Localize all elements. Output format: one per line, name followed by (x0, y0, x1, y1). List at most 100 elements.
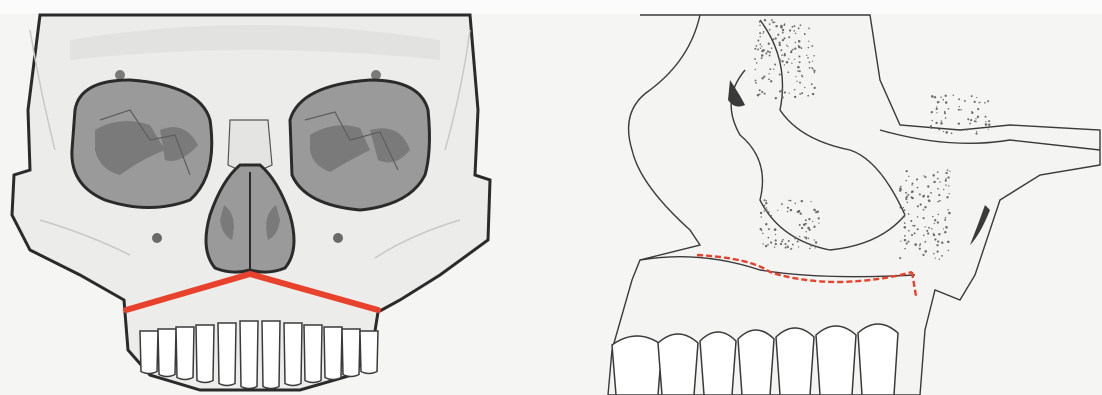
tooth (738, 330, 774, 395)
stipple-dot (985, 123, 988, 126)
stipple-dot (793, 30, 795, 32)
stipple-dot (810, 244, 812, 246)
stipple-dot (945, 95, 947, 97)
stipple-dot (943, 228, 944, 229)
stipple-dot (928, 199, 930, 201)
stipple-dot (754, 58, 756, 60)
stipple-dot (948, 250, 950, 252)
stipple-dot (808, 47, 810, 49)
stipple-dot (940, 122, 943, 125)
stipple-dot (809, 67, 811, 69)
stipple-dot (959, 106, 960, 107)
stipple-dot (769, 55, 771, 57)
stipple-dot (977, 108, 979, 110)
stipple-dot (927, 232, 929, 234)
stipple-dot (941, 255, 943, 257)
stipple-dot (904, 248, 906, 250)
stipple-dot (936, 244, 938, 246)
stipple-dot (757, 94, 760, 97)
stipple-dot (908, 213, 910, 215)
stipple-dot (759, 25, 760, 26)
stipple-dot (762, 243, 763, 244)
stipple-dot (808, 218, 810, 220)
stipple-dot (786, 45, 787, 46)
stipple-dot (958, 98, 960, 100)
stipple-dot (928, 196, 929, 197)
stipple-dot (785, 247, 787, 249)
tooth (776, 328, 814, 395)
stipple-dot (808, 238, 810, 240)
stipple-dot (923, 235, 925, 237)
stipple-dot (812, 93, 814, 95)
stipple-dot (911, 191, 913, 193)
stipple-dot (932, 174, 934, 176)
stipple-dot (761, 77, 763, 79)
stipple-dot (904, 239, 907, 242)
stipple-dot (813, 209, 816, 212)
stipple-dot (790, 200, 792, 202)
stipple-dot (984, 102, 986, 104)
stipple-dot (769, 29, 771, 31)
stipple-dot (818, 217, 820, 219)
stipple-dot (772, 21, 774, 23)
stipple-dot (906, 242, 908, 244)
stipple-dot (759, 32, 761, 34)
stipple-dot (908, 241, 910, 243)
stipple-dot (914, 243, 917, 246)
stipple-dot (924, 226, 925, 227)
supraorbital-foramen-right (371, 70, 381, 80)
stipple-dot (907, 194, 909, 196)
stipple-dot (760, 36, 761, 37)
stipple-dot (762, 233, 764, 235)
stipple-dot (966, 129, 968, 131)
stipple-dot (811, 83, 813, 85)
stipple-dot (775, 234, 776, 235)
stipple-dot (951, 132, 953, 134)
stipple-dot (947, 169, 949, 171)
stipple-dot (761, 46, 762, 47)
stipple-dot (945, 101, 948, 104)
stipple-dot (801, 200, 803, 202)
stipple-dot (933, 234, 935, 236)
stipple-dot (936, 112, 937, 113)
stipple-dot (813, 55, 815, 57)
stipple-dot (938, 129, 940, 131)
stipple-dot (912, 225, 913, 226)
stipple-dot (988, 129, 989, 130)
stipple-dot (791, 63, 792, 64)
stipple-dot (763, 33, 764, 34)
stipple-dot (774, 246, 775, 247)
stipple-dot (801, 75, 802, 76)
stipple-dot (768, 73, 769, 74)
stipple-dot (911, 184, 912, 185)
stipple-dot (937, 241, 939, 243)
stipple-dot (770, 242, 772, 244)
stipple-dot (782, 89, 783, 90)
stipple-dot (760, 212, 762, 214)
stipple-dot (813, 70, 815, 72)
stipple-dot (976, 97, 977, 98)
stipple-dot (759, 89, 761, 91)
stipple-dot (900, 241, 901, 242)
stipple-dot (933, 181, 935, 183)
stipple-dot (784, 243, 786, 245)
stipple-dot (784, 54, 786, 56)
stipple-dot (798, 45, 799, 46)
stipple-dot (794, 96, 796, 98)
stipple-dot (958, 123, 960, 125)
stipple-dot (800, 213, 802, 215)
stipple-dot (779, 59, 781, 61)
stipple-dot (931, 111, 933, 113)
stipple-dot (795, 76, 796, 77)
stipple-dot (761, 54, 764, 57)
stipple-dot (775, 25, 777, 27)
stipple-dot (930, 192, 932, 194)
infraorbital-foramen-right (333, 233, 343, 243)
stipple-dot (924, 241, 926, 243)
stipple-dot (945, 180, 947, 182)
stipple-dot (806, 55, 807, 56)
stipple-dot (811, 67, 812, 68)
stipple-dot (763, 31, 765, 33)
tooth (284, 323, 302, 386)
stipple-dot (917, 216, 919, 218)
